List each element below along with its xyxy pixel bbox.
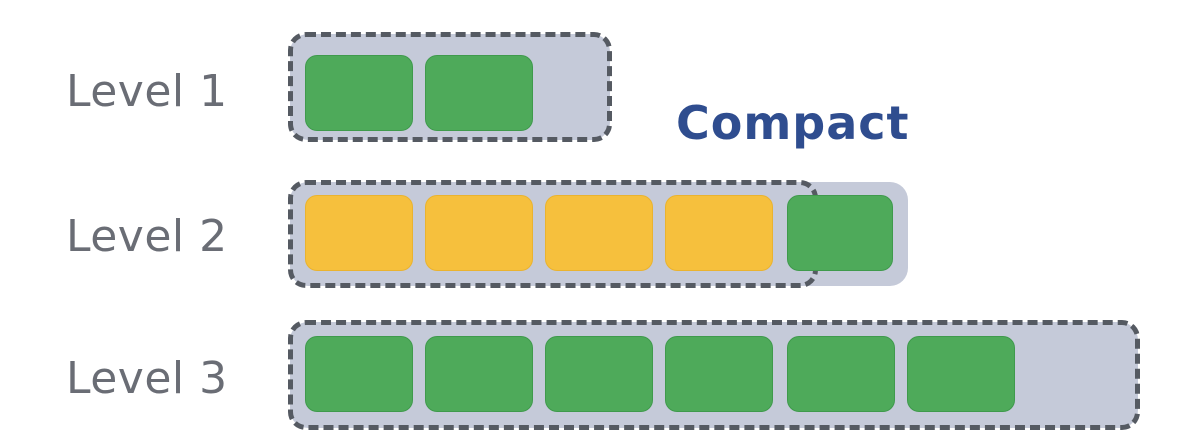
level-3-block-5 (787, 336, 895, 412)
level-3-block-4 (665, 336, 773, 412)
level-1-dashed-border (288, 32, 612, 142)
level-3-block-2 (425, 336, 533, 412)
level-2-block-4 (665, 195, 773, 271)
compact-label: Compact (676, 96, 910, 150)
level-3-block-6 (907, 336, 1015, 412)
level-2-label: Level 2 (66, 211, 228, 262)
level-3-label: Level 3 (66, 353, 228, 404)
level-1-label: Level 1 (66, 66, 228, 117)
level-2-block-1 (305, 195, 413, 271)
level-1-block-1 (305, 55, 413, 131)
level-2-block-5 (787, 195, 893, 271)
level-2-block-3 (545, 195, 653, 271)
level-2-block-2 (425, 195, 533, 271)
level-3-dashed-border (288, 320, 1140, 430)
level-3-block-1 (305, 336, 413, 412)
level-3-block-3 (545, 336, 653, 412)
level-1-block-2 (425, 55, 533, 131)
